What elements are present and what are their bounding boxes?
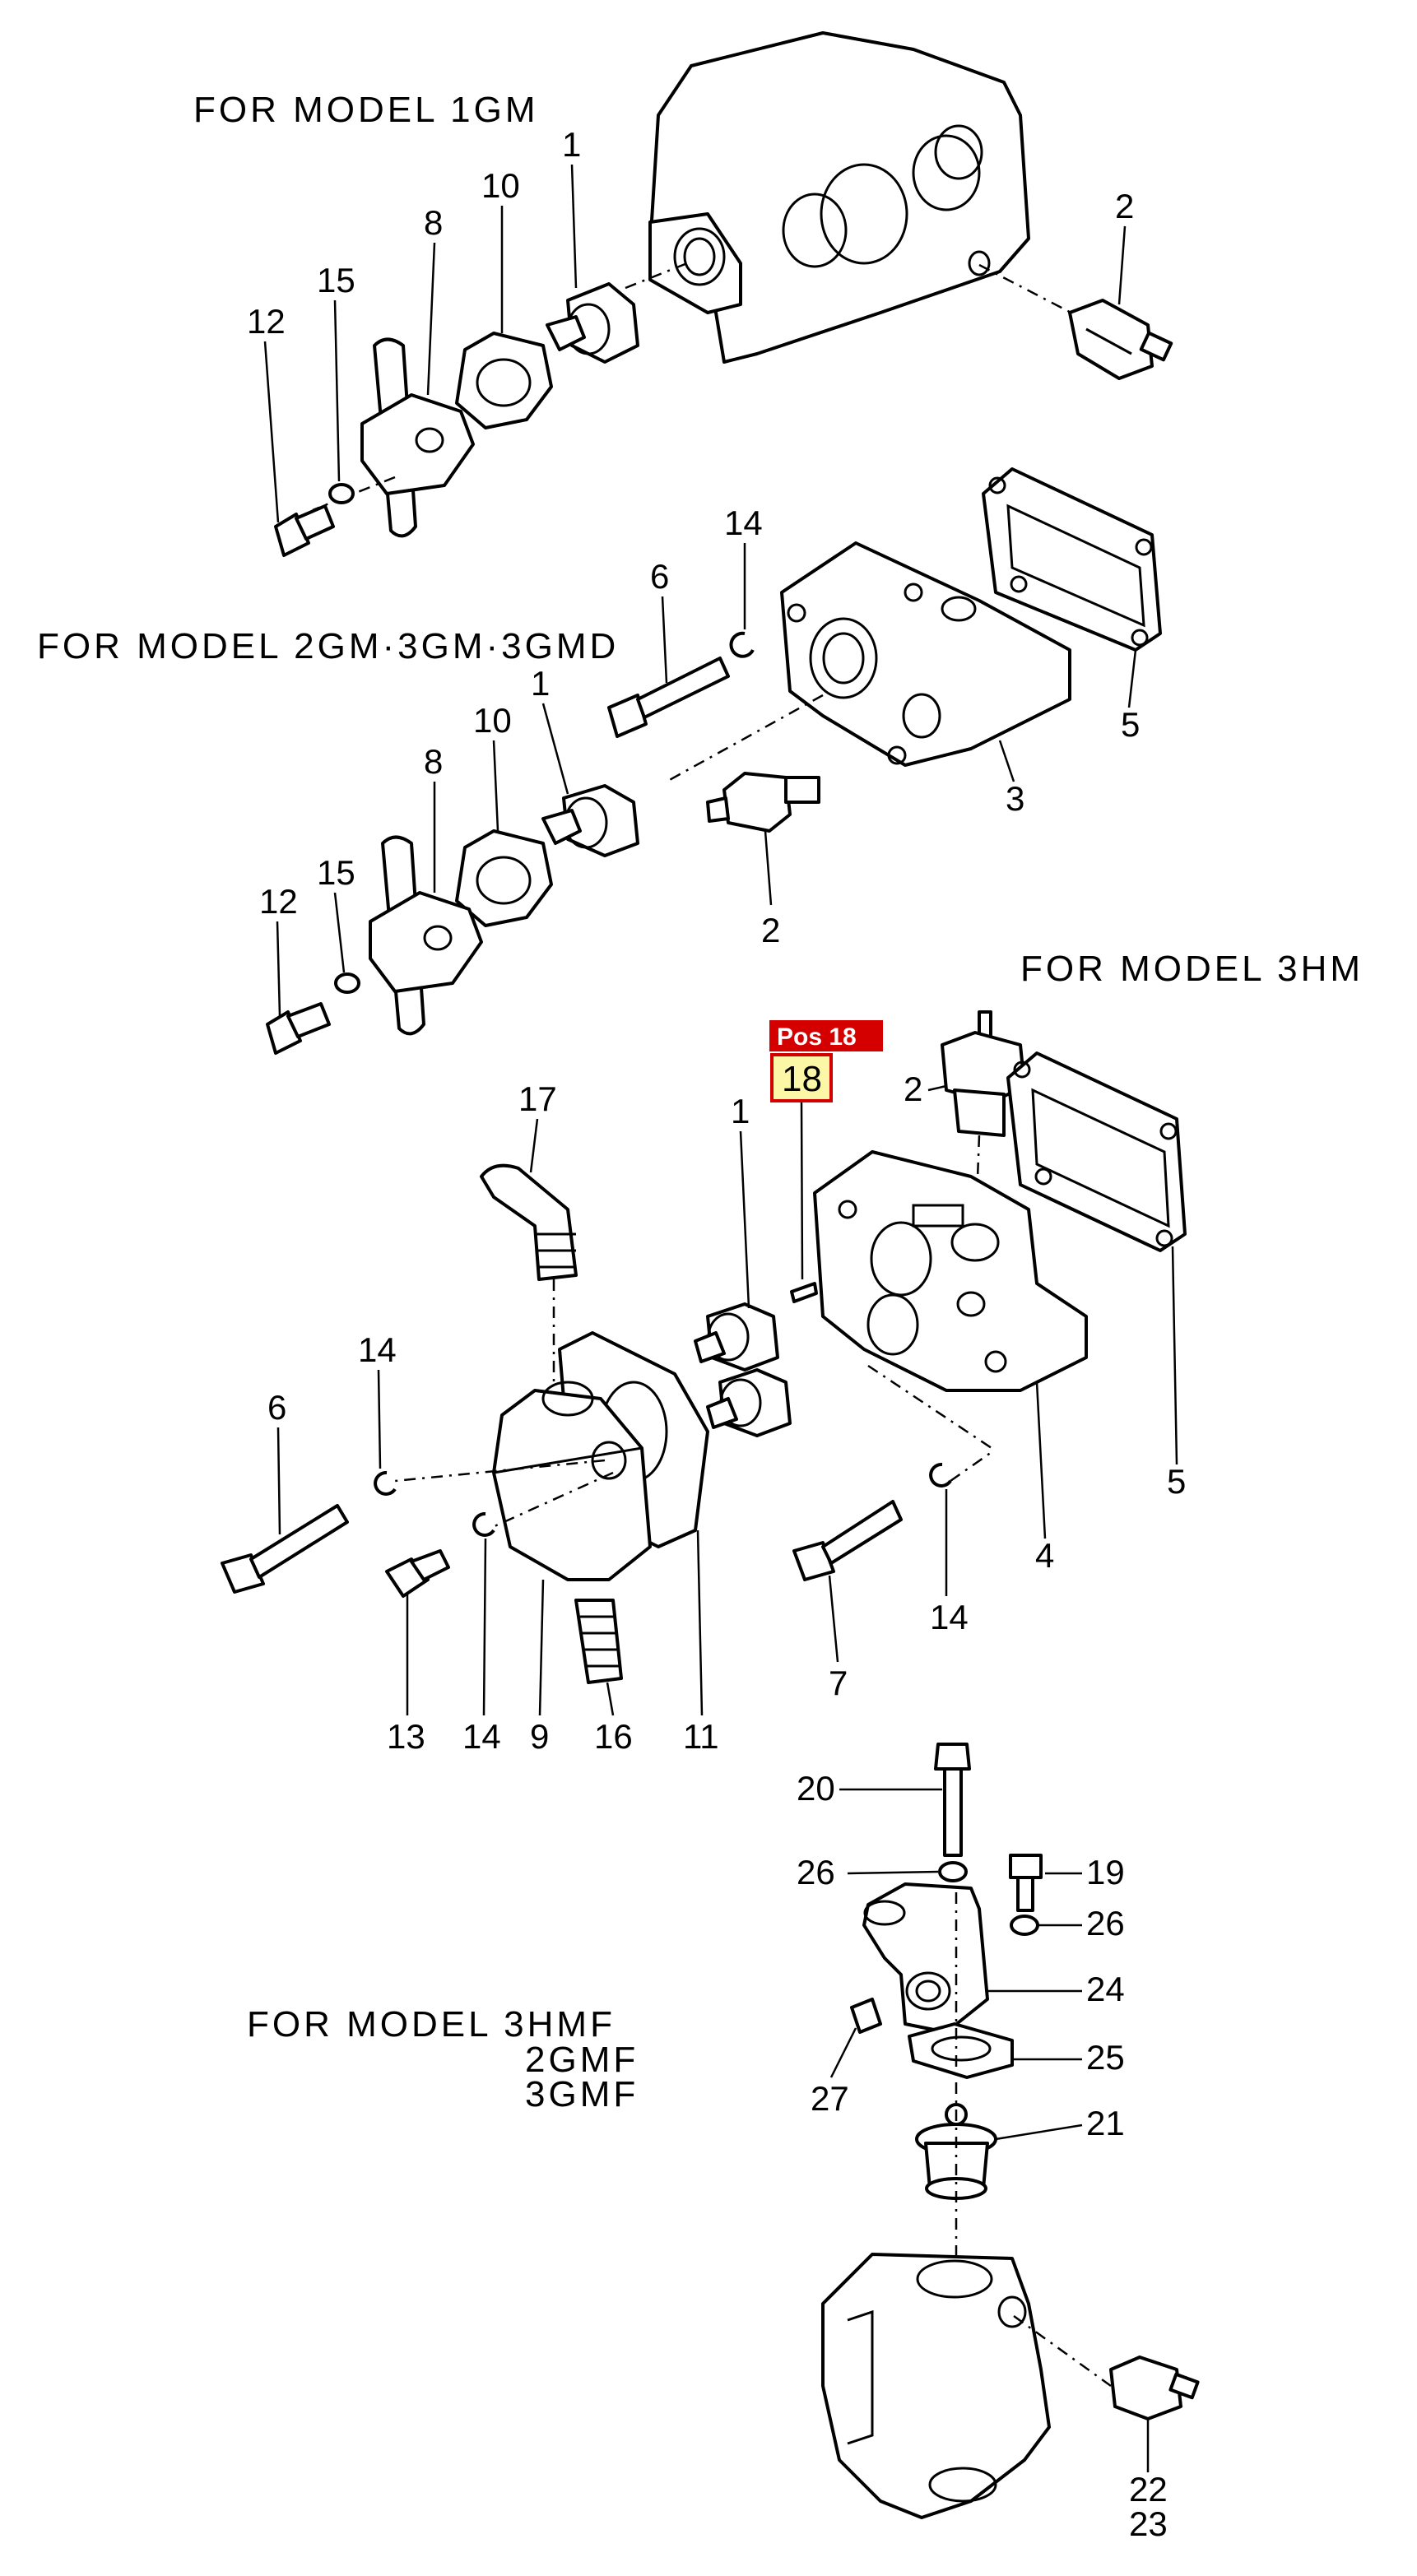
section-title-3hmf: FOR MODEL 3HMF bbox=[247, 2004, 616, 2045]
section-title-1gm: FOR MODEL 1GM bbox=[193, 90, 539, 130]
washer-2gm bbox=[334, 972, 360, 994]
bolt-13-3hm bbox=[385, 1549, 450, 1598]
water-outlet-elbow bbox=[862, 1882, 989, 2034]
hose-16-3hm bbox=[574, 1599, 623, 1684]
position-tag bbox=[769, 1020, 883, 1051]
bolt-2gm bbox=[607, 657, 730, 738]
callout-25: 25 bbox=[1086, 2038, 1125, 2077]
callout-14-a: 14 bbox=[358, 1330, 397, 1369]
callout-2: 2 bbox=[761, 911, 780, 949]
callout-19: 19 bbox=[1086, 1853, 1125, 1891]
bolt-19 bbox=[1009, 1854, 1043, 1912]
callout-20: 20 bbox=[797, 1769, 835, 1808]
callout-10: 10 bbox=[473, 701, 512, 740]
temperature-sender-3hmf bbox=[1109, 2356, 1200, 2421]
thermostat-housing-3hm bbox=[813, 1150, 1088, 1392]
thermostat-3hm-a bbox=[694, 1302, 779, 1372]
callout-23: 23 bbox=[1129, 2504, 1168, 2543]
callout-26-a: 26 bbox=[797, 1853, 835, 1891]
callout-14: 14 bbox=[724, 504, 763, 542]
bolt-20 bbox=[934, 1743, 971, 1857]
thermostat-housing-3hmf bbox=[821, 2253, 1051, 2519]
thermostat-1gm bbox=[546, 282, 639, 364]
section-2gm: FOR MODEL 2GM·3GM·3GMD bbox=[37, 467, 1162, 1055]
callout-8: 8 bbox=[424, 742, 443, 781]
thermostat-2gm bbox=[541, 784, 639, 857]
callout-3: 3 bbox=[1006, 779, 1024, 818]
section-3hm: FOR MODEL 3HM Pos 18 18 bbox=[221, 949, 1364, 1756]
position-tag-label: Pos 18 bbox=[777, 1023, 857, 1051]
bolt-7-3hm bbox=[792, 1500, 903, 1581]
callout-27: 27 bbox=[811, 2079, 849, 2118]
callout-6: 6 bbox=[650, 557, 669, 596]
lock-washer-3hm-b bbox=[472, 1511, 495, 1537]
callout-1: 1 bbox=[731, 1092, 750, 1130]
callout-10: 10 bbox=[481, 166, 520, 205]
callout-15: 15 bbox=[317, 261, 355, 299]
position-highlight[interactable]: Pos 18 18 bbox=[769, 1020, 883, 1102]
callout-7: 7 bbox=[829, 1664, 848, 1702]
callout-22: 22 bbox=[1129, 2470, 1168, 2509]
pin-3hm bbox=[790, 1282, 818, 1303]
callout-1: 1 bbox=[562, 125, 581, 164]
section-title-2gm: FOR MODEL 2GM·3GM·3GMD bbox=[37, 626, 619, 666]
temperature-sender-1gm bbox=[1068, 299, 1173, 380]
gasket-2gm bbox=[982, 467, 1162, 652]
thermostat-cover-2gm bbox=[369, 835, 483, 1036]
lock-washer-3hm-a bbox=[374, 1470, 397, 1496]
callout-11: 11 bbox=[683, 1717, 719, 1756]
washer-26-b bbox=[1010, 1915, 1039, 1936]
callout-5: 5 bbox=[1167, 1462, 1186, 1501]
highlighted-callout-box bbox=[770, 1053, 833, 1102]
callout-4: 4 bbox=[1035, 1536, 1054, 1575]
cylinder-block-1gm bbox=[648, 31, 1030, 364]
washer-1gm bbox=[328, 483, 355, 504]
callout-24: 24 bbox=[1086, 1970, 1125, 2008]
callout-2: 2 bbox=[1115, 187, 1134, 225]
bolt-1gm bbox=[274, 504, 335, 557]
plug-27 bbox=[850, 1998, 882, 2034]
hose-3hm bbox=[480, 1163, 578, 1281]
section-title-2gmf: 2GMF bbox=[525, 2040, 639, 2080]
callout-9: 9 bbox=[530, 1717, 549, 1756]
bolt-12-2gm bbox=[266, 1002, 331, 1055]
callout-14-b: 14 bbox=[462, 1717, 501, 1756]
callout-15: 15 bbox=[317, 853, 355, 892]
callout-17: 17 bbox=[518, 1079, 557, 1118]
lock-washer-3hm-c bbox=[929, 1462, 952, 1488]
callout-13: 13 bbox=[387, 1717, 425, 1756]
callout-14-d: 14 bbox=[930, 1598, 969, 1636]
bolt-6-3hm bbox=[221, 1504, 349, 1594]
callout-26-b: 26 bbox=[1086, 1904, 1125, 1942]
thermostat-3hm-b bbox=[706, 1368, 792, 1437]
callout-1: 1 bbox=[531, 664, 550, 703]
section-3hmf: FOR MODEL 3HMF 2GMF 3GMF bbox=[247, 1743, 1200, 2543]
temperature-sender-2gm bbox=[706, 772, 820, 833]
lock-washer-2gm bbox=[729, 631, 755, 658]
callout-8: 8 bbox=[424, 203, 443, 242]
gasket-25 bbox=[908, 2022, 1014, 2079]
callout-12: 12 bbox=[247, 302, 286, 341]
callout-6: 6 bbox=[267, 1388, 286, 1427]
callout-12: 12 bbox=[259, 882, 298, 921]
highlighted-callout-18: 18 bbox=[782, 1059, 822, 1099]
gasket-1gm bbox=[455, 332, 553, 429]
section-title-3hm: FOR MODEL 3HM bbox=[1020, 949, 1364, 989]
callout-21: 21 bbox=[1086, 2104, 1125, 2142]
callout-5: 5 bbox=[1121, 705, 1140, 744]
callout-16: 16 bbox=[594, 1717, 633, 1756]
section-1gm: FOR MODEL 1GM bbox=[193, 31, 1173, 557]
thermostat-cover-1gm bbox=[360, 337, 475, 538]
section-title-3gmf: 3GMF bbox=[525, 2074, 639, 2114]
callout-2: 2 bbox=[904, 1070, 922, 1108]
gasket-3hm bbox=[1006, 1051, 1187, 1252]
washer-26-a bbox=[938, 1861, 968, 1882]
